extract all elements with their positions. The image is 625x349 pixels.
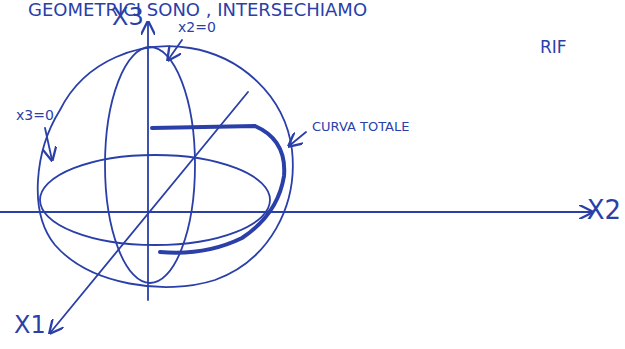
sphere-outline [38, 46, 293, 287]
axis-label: X2 [587, 196, 621, 225]
axis-x3 [147, 22, 149, 300]
leader-arrow [45, 128, 52, 160]
plane-label: x3=0 [16, 108, 54, 123]
plane-section [105, 47, 195, 283]
reference-note: RIF [540, 38, 567, 57]
leader-arrow [168, 40, 182, 60]
heading-note: GEOMETRICI SONO , INTERSECHIAMO [28, 0, 367, 20]
leader-arrow [289, 132, 306, 146]
axis-label: X3 [112, 4, 144, 30]
total-curve [152, 126, 284, 253]
axis-x2 [0, 211, 592, 213]
plane-label: x2=0 [178, 20, 216, 35]
curve-label: CURVA TOTALE [312, 120, 409, 134]
plane-section [40, 155, 270, 245]
axis-label: X1 [14, 312, 46, 338]
